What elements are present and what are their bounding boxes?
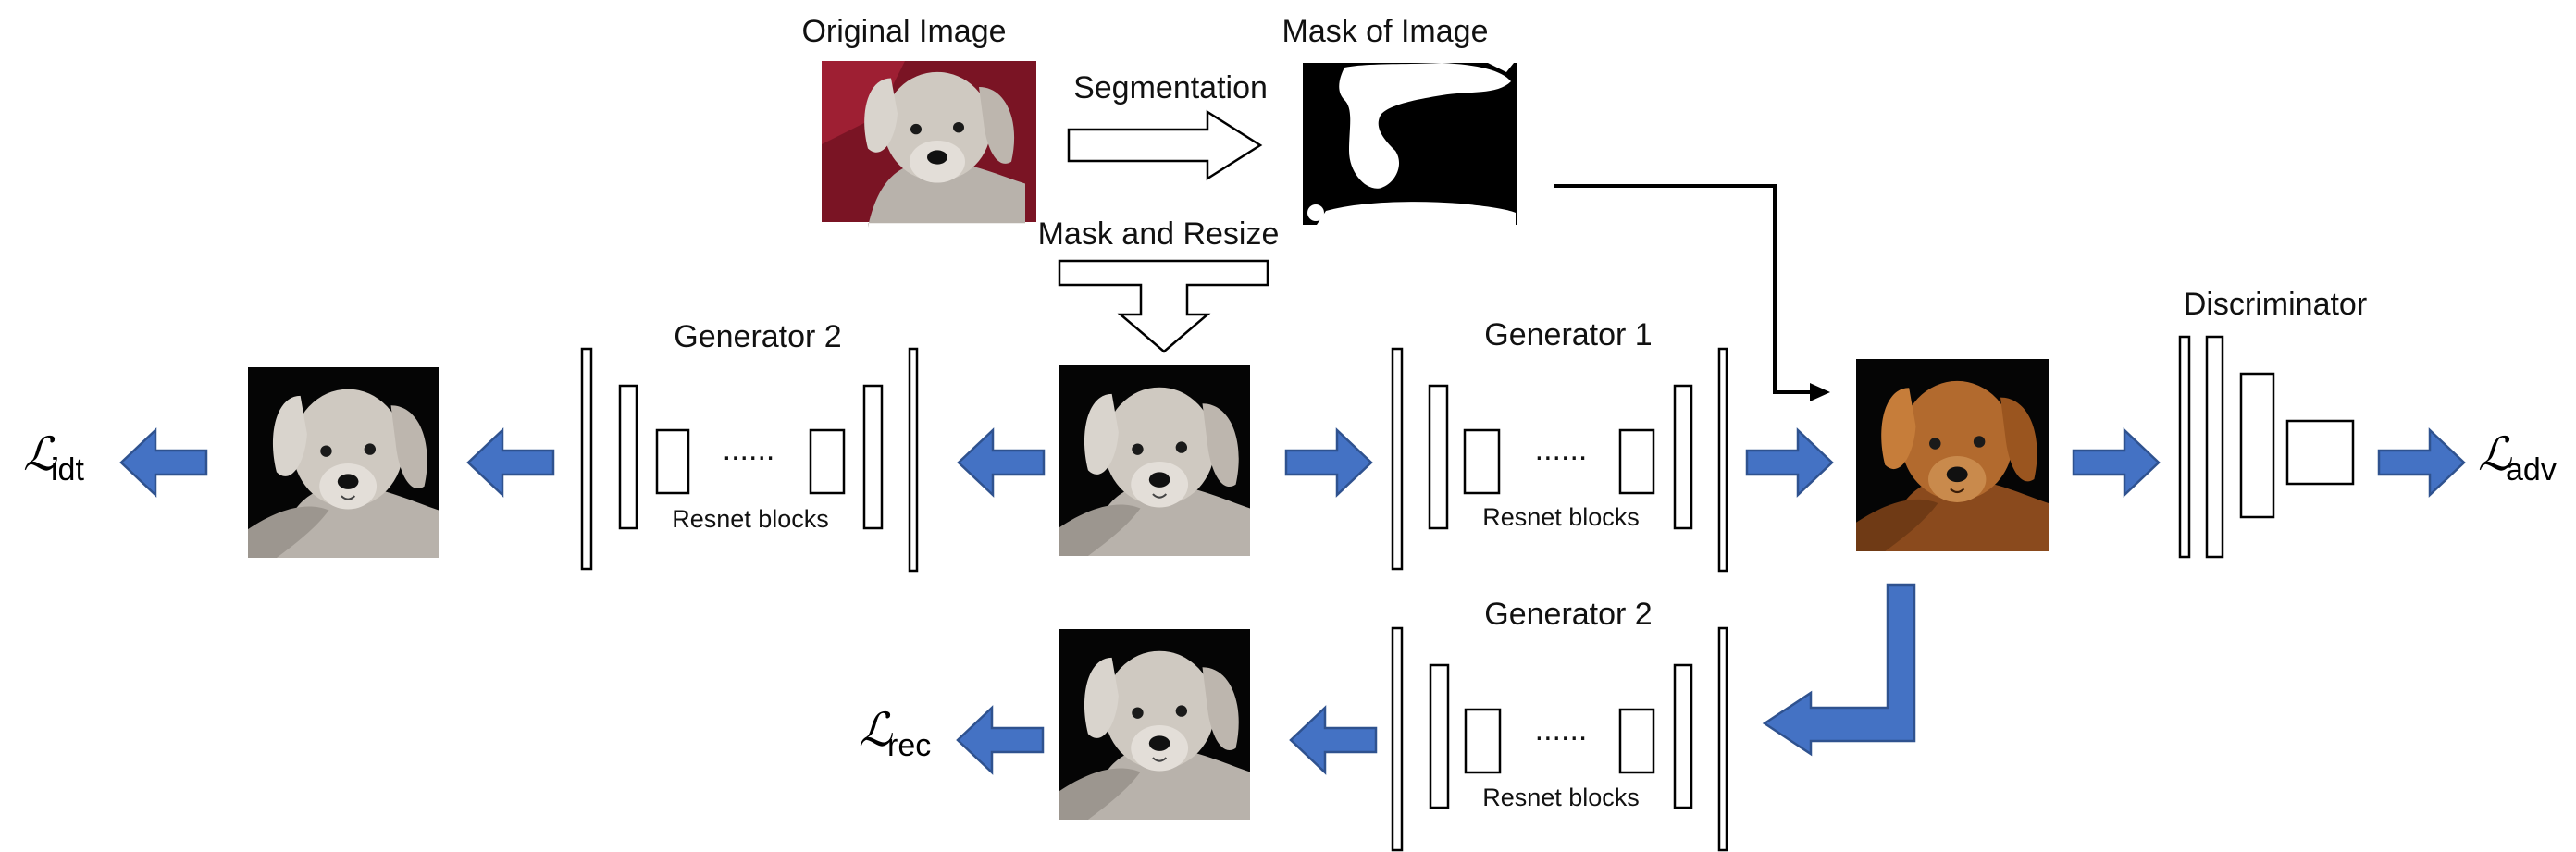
masked-input-image xyxy=(1058,364,1252,558)
d-layer-3 xyxy=(2239,372,2275,519)
generator2-top-label: Generator 2 xyxy=(674,319,841,354)
arrow-to-reconstructed-image xyxy=(1289,706,1378,774)
g1-resblock-1 xyxy=(1463,428,1501,495)
arrow-to-loss-rec xyxy=(956,706,1045,774)
generated-image xyxy=(1854,357,2050,553)
loss-adv: ℒ adv xyxy=(2478,427,2557,488)
resnet-bottom-label: Resnet blocks xyxy=(1482,784,1640,811)
arrow-to-generated-image xyxy=(1745,428,1834,497)
mask-and-resize-label: Mask and Resize xyxy=(1038,216,1280,252)
mask-image xyxy=(1303,63,1517,225)
g2b-resblock-2 xyxy=(1618,708,1655,774)
g1-layer-4 xyxy=(1717,347,1728,573)
generator2-bottom-network: ...... xyxy=(1391,626,1728,852)
resnet-top-left-label: Resnet blocks xyxy=(672,505,829,533)
loss-idt: ℒ idt xyxy=(23,427,84,488)
loss-rec: ℒ rec xyxy=(859,703,931,763)
g2t-layer-2 xyxy=(618,384,638,530)
g2t-resblock-2 xyxy=(809,428,846,495)
g2t-layer-4 xyxy=(908,347,919,573)
mask-connector-arrowhead xyxy=(1810,383,1830,401)
generator1-label: Generator 1 xyxy=(1484,317,1652,352)
d-layer-1 xyxy=(2178,335,2191,559)
loss-idt-subscript: idt xyxy=(51,452,84,488)
arrow-to-identity-output xyxy=(466,428,555,497)
g1-dots: ...... xyxy=(1535,432,1588,467)
d-layer-4 xyxy=(2285,419,2355,486)
arrow-to-loss-adv xyxy=(2377,428,2466,497)
g2b-layer-4 xyxy=(1717,626,1728,852)
g2t-layer-3 xyxy=(862,384,884,530)
discriminator-label: Discriminator xyxy=(2184,287,2367,322)
arrow-to-generator2-top xyxy=(957,428,1046,497)
generator1-network: ...... xyxy=(1391,347,1728,573)
arrow-to-loss-idt xyxy=(119,428,208,497)
g2t-dots: ...... xyxy=(723,432,775,467)
resnet-top-right-label: Resnet blocks xyxy=(1482,503,1640,531)
segmentation-label: Segmentation xyxy=(1073,70,1268,105)
g2b-dots: ...... xyxy=(1535,712,1588,747)
g1-resblock-2 xyxy=(1618,428,1655,495)
generator2-top-network: ...... xyxy=(580,347,919,573)
mask-and-resize-arrow xyxy=(1058,259,1269,353)
g2b-layer-2 xyxy=(1429,663,1450,809)
loss-adv-symbol: ℒ xyxy=(2478,427,2512,481)
arrow-to-generator1 xyxy=(1284,428,1373,497)
loss-adv-subscript: adv xyxy=(2506,452,2557,488)
return-arrow-to-generator2-bottom xyxy=(1762,583,1916,757)
g2t-resblock-1 xyxy=(655,428,690,495)
segmentation-arrow xyxy=(1067,109,1263,181)
g2b-resblock-1 xyxy=(1464,708,1502,774)
original-image xyxy=(822,61,1036,228)
g1-layer-2 xyxy=(1428,384,1449,530)
generator2-bottom-label: Generator 2 xyxy=(1484,597,1652,632)
g2b-layer-1 xyxy=(1391,626,1404,852)
g2b-layer-3 xyxy=(1673,663,1693,809)
arrow-to-discriminator xyxy=(2072,428,2161,497)
g2t-layer-1 xyxy=(580,347,593,571)
loss-idt-symbol: ℒ xyxy=(23,427,57,481)
identity-output-image xyxy=(246,365,440,560)
reconstructed-image xyxy=(1058,627,1252,821)
g1-layer-1 xyxy=(1391,347,1404,571)
mask-of-image-label: Mask of Image xyxy=(1282,14,1489,49)
discriminator-network xyxy=(2178,335,2355,559)
mask-connector-line xyxy=(1554,184,1814,394)
d-layer-2 xyxy=(2205,335,2224,559)
loss-rec-subscript: rec xyxy=(887,728,931,763)
original-image-label: Original Image xyxy=(801,14,1006,49)
g1-layer-3 xyxy=(1673,384,1693,530)
loss-rec-symbol: ℒ xyxy=(859,703,893,757)
